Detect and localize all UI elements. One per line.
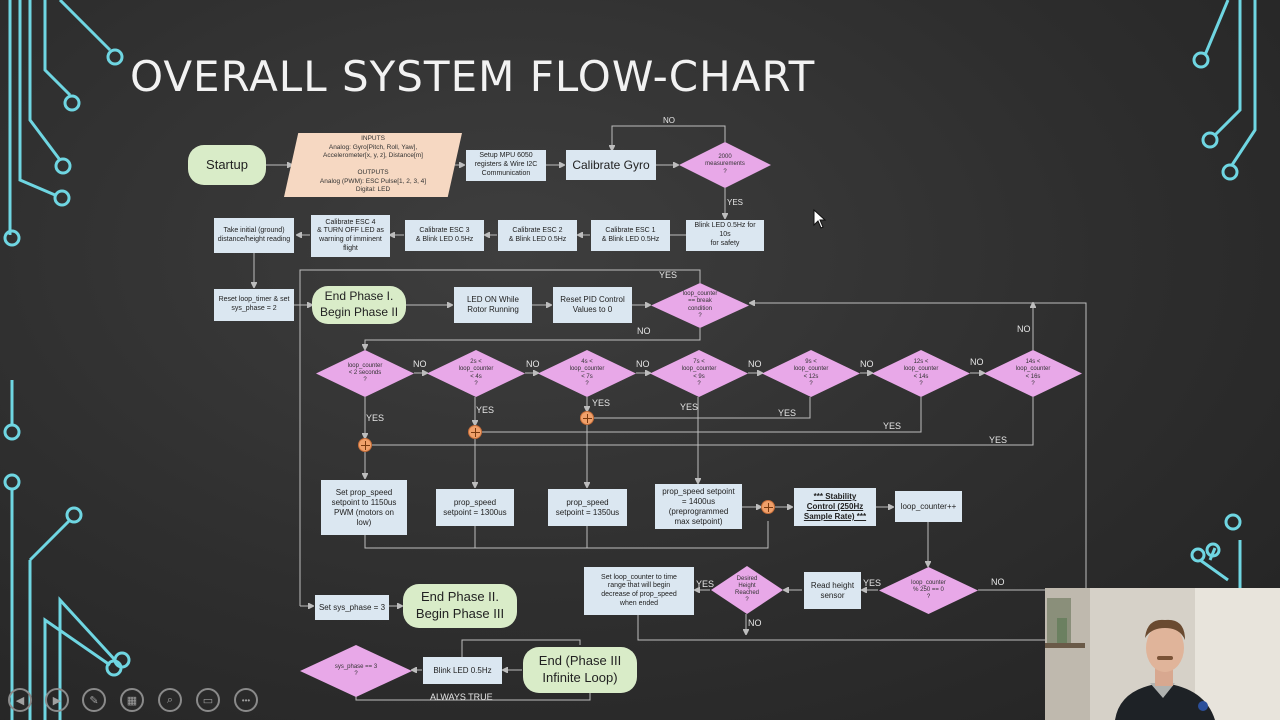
presenter-video	[1045, 588, 1280, 720]
node-set-loop-counter: Set loop_counter to time range that will…	[584, 567, 694, 615]
junction-2	[468, 425, 482, 439]
node-end-phase-3: End (Phase III Infinite Loop)	[523, 647, 637, 693]
node-measurements-decision: 2000 measurements ?	[679, 142, 771, 188]
node-decision-lt-2s: loop_counter < 2 seconds ?	[316, 350, 414, 397]
node-decision-2s-4s: 2s < loop_counter < 4s ?	[427, 350, 525, 397]
label-yes-3: YES	[592, 398, 611, 408]
node-calibrate-esc3: Calibrate ESC 3 & Blink LED 0.5Hz	[405, 220, 484, 251]
label-yes-1: YES	[366, 413, 385, 423]
node-read-height-sensor: Read height sensor	[804, 572, 861, 609]
label-no-break: NO	[637, 326, 651, 336]
more-options-icon[interactable]: •••	[234, 688, 258, 712]
junction-1	[358, 438, 372, 452]
node-blink-led-final: Blink LED 0.5Hz	[423, 657, 502, 684]
junction-3	[580, 411, 594, 425]
label-no-mod: NO	[991, 577, 1005, 587]
previous-slide-icon[interactable]: ◀	[8, 688, 32, 712]
mouse-cursor-icon	[813, 209, 827, 229]
node-led-on: LED ON While Rotor Running	[454, 287, 532, 323]
node-blink-10s: Blink LED 0.5Hz for 10s for safety	[686, 220, 764, 251]
node-end-phase-1: End Phase I. Begin Phase II	[312, 286, 406, 324]
node-inputs-outputs: INPUTS Analog: Gyro[Pitch, Roll, Yaw], A…	[284, 133, 462, 197]
label-yes-2: YES	[476, 405, 495, 415]
node-decision-12s-14s: 12s < loop_counter < 14s ?	[872, 350, 970, 397]
pen-icon[interactable]: ✎	[82, 688, 106, 712]
label-yes-5: YES	[778, 408, 797, 418]
play-icon[interactable]: ▶	[45, 688, 69, 712]
node-calibrate-esc4: Calibrate ESC 4 & TURN OFF LED as warnin…	[311, 215, 390, 257]
node-reset-pid: Reset PID Control Values to 0	[553, 287, 632, 323]
node-setpoint-1300: prop_speed setpoint = 1300us	[436, 489, 514, 526]
node-decision-7s-9s: 7s < loop_counter < 9s ?	[650, 350, 748, 397]
label-yes-gyro: YES	[727, 198, 744, 207]
label-no-3: NO	[636, 359, 650, 369]
label-yes-6: YES	[883, 421, 902, 431]
node-end-phase-2: End Phase II. Begin Phase III	[403, 584, 517, 628]
node-calibrate-esc2: Calibrate ESC 2 & Blink LED 0.5Hz	[498, 220, 577, 251]
slides-grid-icon[interactable]: ▦	[120, 688, 144, 712]
node-calibrate-esc1: Calibrate ESC 1 & Blink LED 0.5Hz	[591, 220, 670, 251]
node-set-sys-phase-3: Set sys_phase = 3	[315, 595, 389, 620]
node-height-reached-decision: Desired Height Reached ?	[711, 566, 783, 614]
label-yes-mod: YES	[863, 578, 882, 588]
node-calibrate-gyro: Calibrate Gyro	[566, 150, 656, 180]
junction-4	[761, 500, 775, 514]
zoom-icon[interactable]: ⌕	[158, 688, 182, 712]
label-no-gyro: NO	[663, 116, 675, 125]
node-mod-250-decision: loop_counter % 250 == 0 ?	[879, 567, 978, 614]
label-no-5: NO	[860, 359, 874, 369]
node-decision-4s-7s: 4s < loop_counter < 7s ?	[538, 350, 636, 397]
node-break-decision: loop_counter == break condition ?	[651, 283, 749, 328]
node-take-initial-reading: Take initial (ground) distance/height re…	[214, 218, 294, 253]
slide-title: OVERALL SYSTEM FLOW-CHART	[130, 52, 816, 101]
node-setpoint-1350: prop_speed setpoint = 1350us	[548, 489, 627, 526]
label-yes-7: YES	[989, 435, 1008, 445]
node-setpoint-1150: Set prop_speed setpoint to 1150us PWM (m…	[321, 480, 407, 535]
label-always-true: ALWAYS TRUE	[430, 692, 493, 702]
label-yes-height: YES	[696, 579, 715, 589]
node-startup: Startup	[188, 145, 266, 185]
label-no-1: NO	[413, 359, 427, 369]
webcam-overlay	[1045, 588, 1280, 720]
node-sys-phase-3-decision: sys_phase == 3 ?	[300, 645, 412, 697]
label-no-6: NO	[970, 357, 984, 367]
node-setpoint-1400: prop_speed setpoint = 1400us (preprogram…	[655, 484, 742, 529]
node-decision-14s-16s: 14s < loop_counter < 16s ?	[984, 350, 1082, 397]
label-no-4: NO	[748, 359, 762, 369]
label-no-2: NO	[526, 359, 540, 369]
node-reset-loop-timer: Reset loop_timer & set sys_phase = 2	[214, 289, 294, 321]
label-no-height: NO	[748, 618, 762, 628]
label-yes-4: YES	[680, 402, 699, 412]
label-no-7: NO	[1017, 324, 1031, 334]
subtitles-icon[interactable]: ▭	[196, 688, 220, 712]
node-decision-9s-12s: 9s < loop_counter < 12s ?	[762, 350, 860, 397]
label-yes-break: YES	[659, 270, 678, 280]
node-stability-control: *** Stability Control (250Hz Sample Rate…	[794, 488, 876, 526]
node-loop-counter-increment: loop_counter++	[895, 491, 962, 522]
node-setup-mpu: Setup MPU 6050 registers & Wire I2C Comm…	[466, 150, 546, 181]
